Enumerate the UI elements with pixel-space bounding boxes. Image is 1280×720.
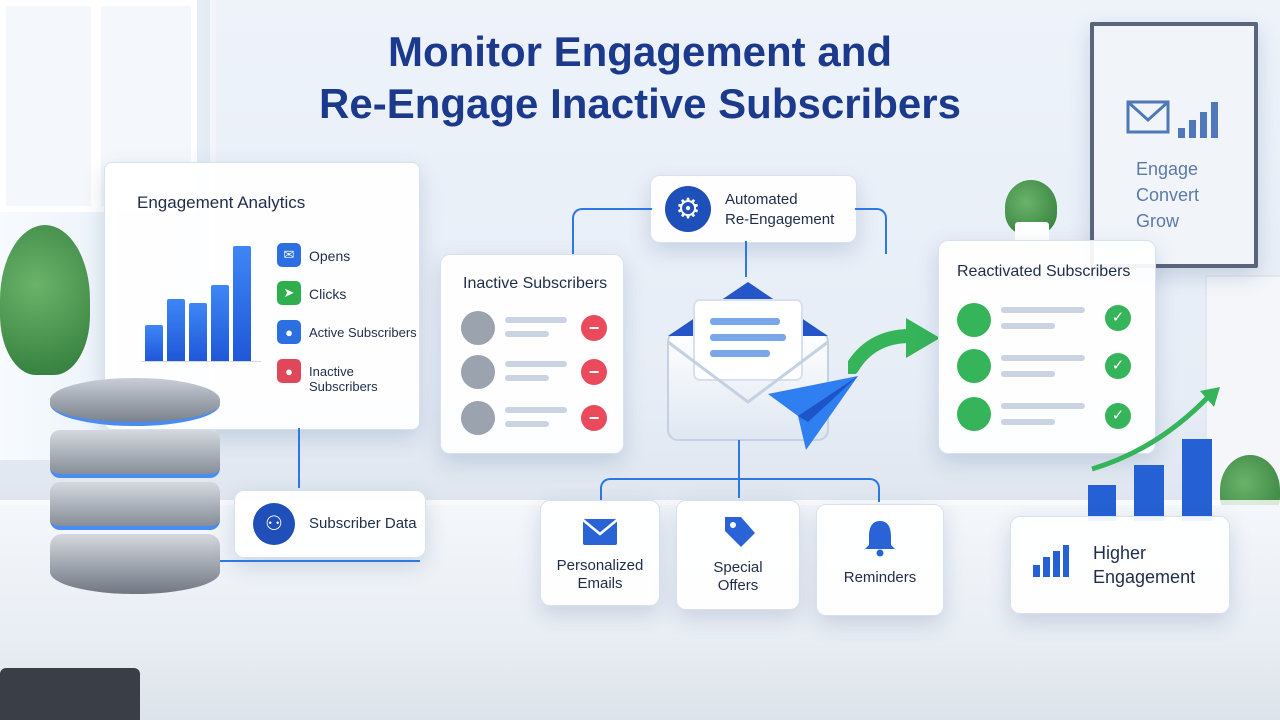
email-envelope-icon — [667, 282, 858, 450]
placeholder-line — [505, 331, 549, 337]
user-icon: ● — [277, 359, 301, 383]
connector-line — [600, 478, 740, 502]
desk-object — [0, 668, 140, 720]
automated-label: Automated Re-Engagement — [725, 190, 834, 230]
connector-line — [298, 428, 300, 488]
bar-chart-icon — [1178, 102, 1218, 138]
offers-line-2: Offers — [717, 577, 759, 594]
bar-chart-icon — [1033, 545, 1069, 577]
automated-line-2: Re-Engagement — [725, 211, 835, 228]
tag-icon — [725, 517, 755, 547]
minus-icon: − — [581, 405, 607, 431]
connector-line — [745, 241, 747, 277]
poster-line: Grow — [1136, 211, 1180, 231]
user-avatar-icon — [461, 355, 495, 389]
check-icon: ✓ — [1105, 305, 1131, 331]
arrow-right-icon — [848, 318, 940, 374]
personalized-line-2: Emails — [577, 575, 623, 592]
analytics-bar-chart — [145, 241, 253, 361]
analytics-bar — [211, 285, 229, 361]
connector-line — [738, 478, 880, 502]
envelope-icon: ✉ — [277, 243, 301, 267]
inactive-subscribers-panel: Inactive Subscribers − − − — [440, 254, 624, 454]
placeholder-line — [505, 375, 549, 381]
legend-clicks: Clicks — [309, 286, 347, 302]
database-icon — [50, 378, 220, 600]
reminders-label: Reminders — [817, 569, 943, 587]
offers-label: Special Offers — [677, 559, 799, 595]
higher-line-2: Engagement — [1093, 567, 1196, 587]
reactivated-title: Reactivated Subscribers — [957, 263, 1131, 280]
analytics-bar — [189, 303, 207, 361]
poster-line: Convert — [1136, 185, 1200, 205]
automated-reengagement-card: ⚙ Automated Re-Engagement — [650, 175, 857, 243]
subscriber-data-label: Subscriber Data — [309, 515, 417, 532]
analytics-bar — [233, 246, 251, 361]
reminders-line-1: Reminders — [843, 569, 917, 586]
placeholder-line — [1001, 419, 1055, 425]
analytics-bar — [145, 325, 163, 361]
headline-line-2: Re-Engage Inactive Subscribers — [319, 80, 961, 127]
placeholder-line — [505, 407, 567, 413]
offers-line-1: Special — [713, 559, 763, 576]
placeholder-line — [505, 361, 567, 367]
wall-poster: Engage Convert Grow — [1090, 22, 1258, 268]
higher-engagement-label: Higher Engagement — [1093, 541, 1195, 589]
legend-inactive: Inactive Subscribers — [309, 364, 378, 394]
envelope-icon — [582, 519, 618, 545]
reactivated-subscribers-panel: Reactivated Subscribers ✓ ✓ ✓ — [938, 240, 1156, 454]
analytics-title: Engagement Analytics — [137, 193, 306, 212]
minus-icon: − — [581, 359, 607, 385]
personalized-label: Personalized Emails — [541, 557, 659, 593]
window-pane — [0, 0, 97, 212]
higher-line-1: Higher — [1093, 543, 1147, 563]
check-icon: ✓ — [1105, 353, 1131, 379]
gear-icon: ⚙ — [665, 186, 711, 232]
user-avatar-icon — [957, 303, 991, 337]
users-icon: ● — [277, 320, 301, 344]
connector-line — [572, 208, 652, 256]
users-icon: ⚇ — [253, 503, 295, 545]
legend-opens: Opens — [309, 248, 351, 264]
user-avatar-icon — [957, 397, 991, 431]
plant-left — [0, 225, 90, 375]
check-icon: ✓ — [1105, 403, 1131, 429]
minus-icon: − — [581, 315, 607, 341]
headline-line-1: Monitor Engagement and — [388, 28, 892, 75]
legend-active: Active Subscribers — [309, 325, 417, 340]
placeholder-line — [1001, 323, 1055, 329]
placeholder-line — [505, 317, 567, 323]
poster-text: Engage Convert Grow — [1136, 156, 1199, 234]
placeholder-line — [505, 421, 549, 427]
user-avatar-icon — [461, 401, 495, 435]
poster-line: Engage — [1136, 159, 1199, 179]
cursor-icon: ➤ — [277, 281, 301, 305]
user-avatar-icon — [461, 311, 495, 345]
inactive-title: Inactive Subscribers — [463, 275, 608, 292]
connector-line — [738, 440, 740, 498]
personalized-line-1: Personalized — [556, 557, 644, 574]
chart-baseline — [141, 361, 261, 362]
connector-line — [855, 208, 887, 254]
reminders-card: Reminders — [816, 504, 944, 616]
higher-engagement-card: Higher Engagement — [1010, 516, 1230, 614]
placeholder-line — [1001, 403, 1085, 409]
placeholder-line — [1001, 355, 1085, 361]
special-offers-card: Special Offers — [676, 500, 800, 610]
user-avatar-icon — [957, 349, 991, 383]
envelope-icon — [1126, 100, 1170, 134]
analytics-bar — [167, 299, 185, 361]
placeholder-line — [1001, 371, 1055, 377]
bell-icon — [865, 521, 895, 557]
subscriber-data-card: ⚇ Subscriber Data — [234, 490, 426, 558]
connector-line — [220, 560, 420, 562]
automated-line-1: Automated — [725, 191, 798, 208]
growth-chart-icon — [1088, 387, 1220, 521]
placeholder-line — [1001, 307, 1085, 313]
personalized-emails-card: Personalized Emails — [540, 500, 660, 606]
